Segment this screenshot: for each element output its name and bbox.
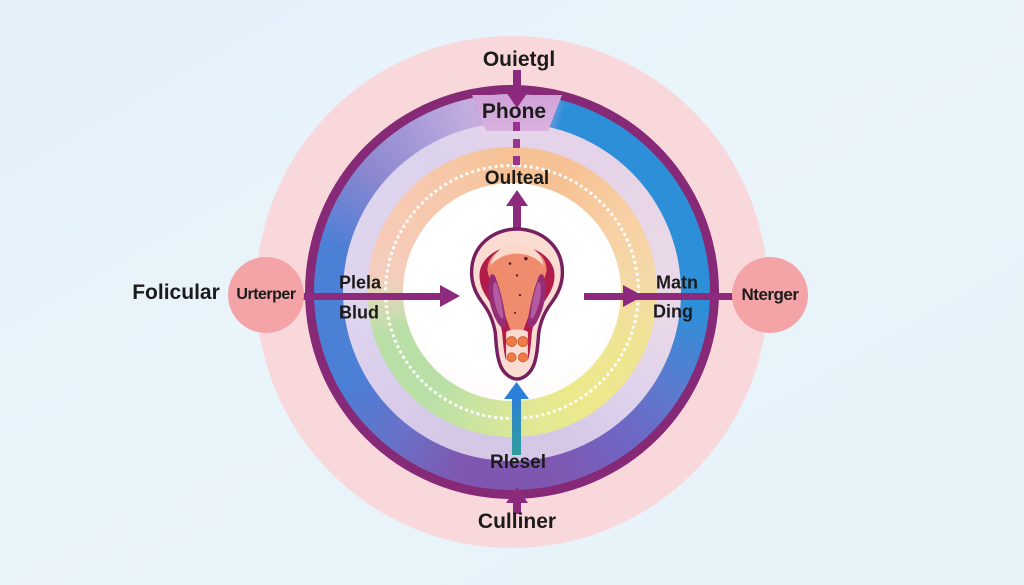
right-arrow-shaft: [584, 293, 733, 300]
label-left-outer: Folicular: [132, 281, 220, 304]
rlesel-arrow-shaft: [512, 398, 521, 455]
left-node-label: Urterper: [236, 286, 296, 303]
label-phone: Phone: [481, 100, 547, 123]
right-node: Nterger: [732, 257, 808, 333]
label-blud: Blud: [339, 302, 379, 323]
oulteal-arrow-shaft: [513, 204, 521, 230]
label-bottom-inner: Rlesel: [490, 452, 546, 473]
dashed-connector: [513, 122, 520, 166]
left-node: Urterper: [228, 257, 304, 333]
left-arrow-shaft: [303, 293, 443, 300]
right-node-label: Nterger: [741, 285, 799, 304]
label-matn: Matn: [656, 272, 698, 293]
top-arrow-shaft: [513, 70, 521, 94]
label-bottom-outer: Culliner: [477, 510, 557, 533]
label-top-outer: Ouietgl: [482, 48, 556, 71]
uterus-illustration: [469, 227, 565, 381]
label-top-inner: Oulteal: [484, 168, 550, 189]
label-ding: Ding: [653, 301, 693, 322]
culliner-arrow-shaft: [513, 501, 521, 514]
label-plela: Plela: [338, 272, 382, 293]
